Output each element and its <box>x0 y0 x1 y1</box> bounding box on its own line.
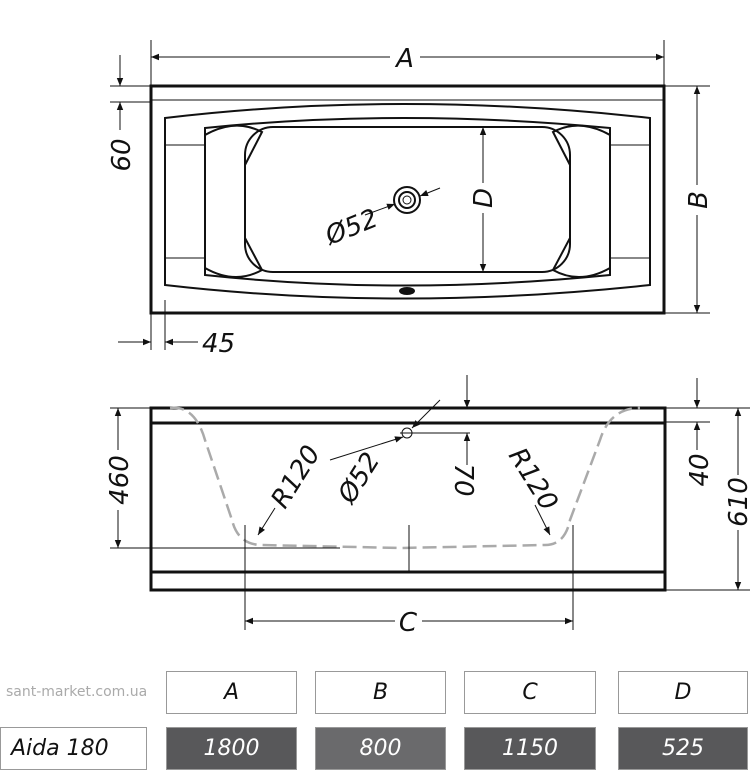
label-c: C <box>399 608 418 638</box>
bathtub-drawing: A B D 60 45 Ø52 460 R120 <box>105 40 750 638</box>
label-a: A <box>394 44 414 74</box>
drain-diameter-top: Ø52 <box>320 204 382 252</box>
table-model-name: Aida 180 <box>0 727 147 770</box>
radius-left: R120 <box>265 440 326 513</box>
table-value-a: 1800 <box>166 727 297 770</box>
overflow-icon <box>399 287 415 295</box>
dim-side-45: 45 <box>202 329 235 359</box>
table-value-c: 1150 <box>464 727 596 770</box>
table-value-d: 525 <box>618 727 748 770</box>
watermark: sant-market.com.ua <box>6 684 148 700</box>
dim-height-610: 610 <box>724 477 750 527</box>
dim-depth-460: 460 <box>105 455 135 505</box>
radius-right: R120 <box>502 443 563 516</box>
table-value-b: 800 <box>315 727 446 770</box>
label-d: D <box>469 188 499 208</box>
dim-offset-70: 70 <box>448 463 478 496</box>
dim-rim-60: 60 <box>107 138 137 171</box>
top-view: A B D 60 45 Ø52 <box>107 40 714 359</box>
table-header-b: B <box>315 671 446 714</box>
table-header-d: D <box>618 671 748 714</box>
dim-rim-40: 40 <box>685 453 715 486</box>
table-header-a: A <box>166 671 297 714</box>
drain-icon <box>393 186 421 214</box>
label-b: B <box>684 191 714 209</box>
table-header-c: C <box>464 671 596 714</box>
front-view: 460 R120 Ø52 70 R120 40 610 C <box>105 375 750 638</box>
